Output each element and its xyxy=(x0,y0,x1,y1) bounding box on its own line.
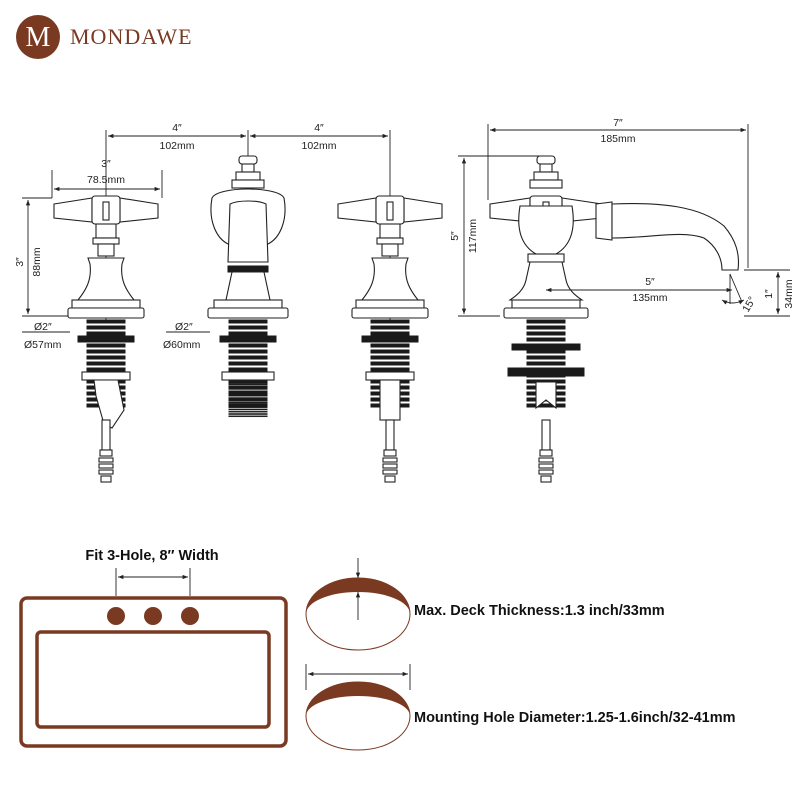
sink-diagram: Fit 3-Hole, 8″ Width xyxy=(19,548,288,748)
dim-side-height-mm: 117mm xyxy=(467,219,479,253)
top-dimensions: 4″ 102mm 4″ 102mm 3″ 78.5mm 3″ 88mm Ø2″ … xyxy=(14,122,391,351)
dim-reach-in: 5″ xyxy=(645,276,655,288)
dim-base-left-mm: Ø57mm xyxy=(24,339,62,351)
dim-side-width-in: 7″ xyxy=(613,117,623,129)
mounting-hole-right xyxy=(181,607,199,625)
hole-diameter-label: Mounting Hole Diameter:1.25-1.6inch/32-4… xyxy=(414,710,736,726)
dim-base-mid-in: Ø2″ xyxy=(175,321,193,333)
right-handle-front-view xyxy=(337,195,443,483)
mounting-hole-left xyxy=(107,607,125,625)
dim-side-width-mm: 185mm xyxy=(600,133,635,145)
dim-reach-mm: 135mm xyxy=(632,292,667,304)
dim-spacing-left-in: 4″ xyxy=(172,122,182,134)
logo-monogram: M xyxy=(26,22,51,53)
sink-outer-rim xyxy=(19,596,288,748)
deck-thickness-diagram: Max. Deck Thickness:1.3 inch/33mm xyxy=(305,558,665,651)
brand-name: MONDAWE xyxy=(70,24,193,49)
hole-diameter-diagram: Mounting Hole Diameter:1.25-1.6inch/32-4… xyxy=(305,664,736,751)
left-handle-front-view xyxy=(53,195,159,483)
dim-handle-height-in: 3″ xyxy=(14,257,26,267)
dim-spacing-right-mm: 102mm xyxy=(301,140,336,152)
dim-side-height-in: 5″ xyxy=(449,231,461,241)
dim-base-mid-mm: Ø60mm xyxy=(163,339,201,351)
spout-front-view xyxy=(207,155,289,418)
sink-basin xyxy=(35,630,271,729)
deck-thickness-label: Max. Deck Thickness:1.3 inch/33mm xyxy=(414,603,665,619)
dim-outlet-mm: 34mm xyxy=(783,279,795,308)
dim-spacing-left-mm: 102mm xyxy=(159,140,194,152)
dim-handle-width-in: 3″ xyxy=(101,158,111,170)
logo-monogram-circle xyxy=(16,15,60,59)
dim-base-left-in: Ø2″ xyxy=(34,321,52,333)
spout-side-view: 7″ 185mm 5″ 117mm 5″ 135mm xyxy=(449,117,795,483)
mounting-hole-center xyxy=(144,607,162,625)
dim-handle-width-mm: 78.5mm xyxy=(87,174,125,186)
dim-spacing-right-in: 4″ xyxy=(314,122,324,134)
dim-angle: 15° xyxy=(740,295,758,315)
brand-logo: M MONDAWE xyxy=(16,15,193,59)
dim-handle-height-mm: 88mm xyxy=(31,247,43,276)
fit-label: Fit 3-Hole, 8″ Width xyxy=(85,548,218,564)
dim-outlet-in: 1″ xyxy=(763,289,775,299)
